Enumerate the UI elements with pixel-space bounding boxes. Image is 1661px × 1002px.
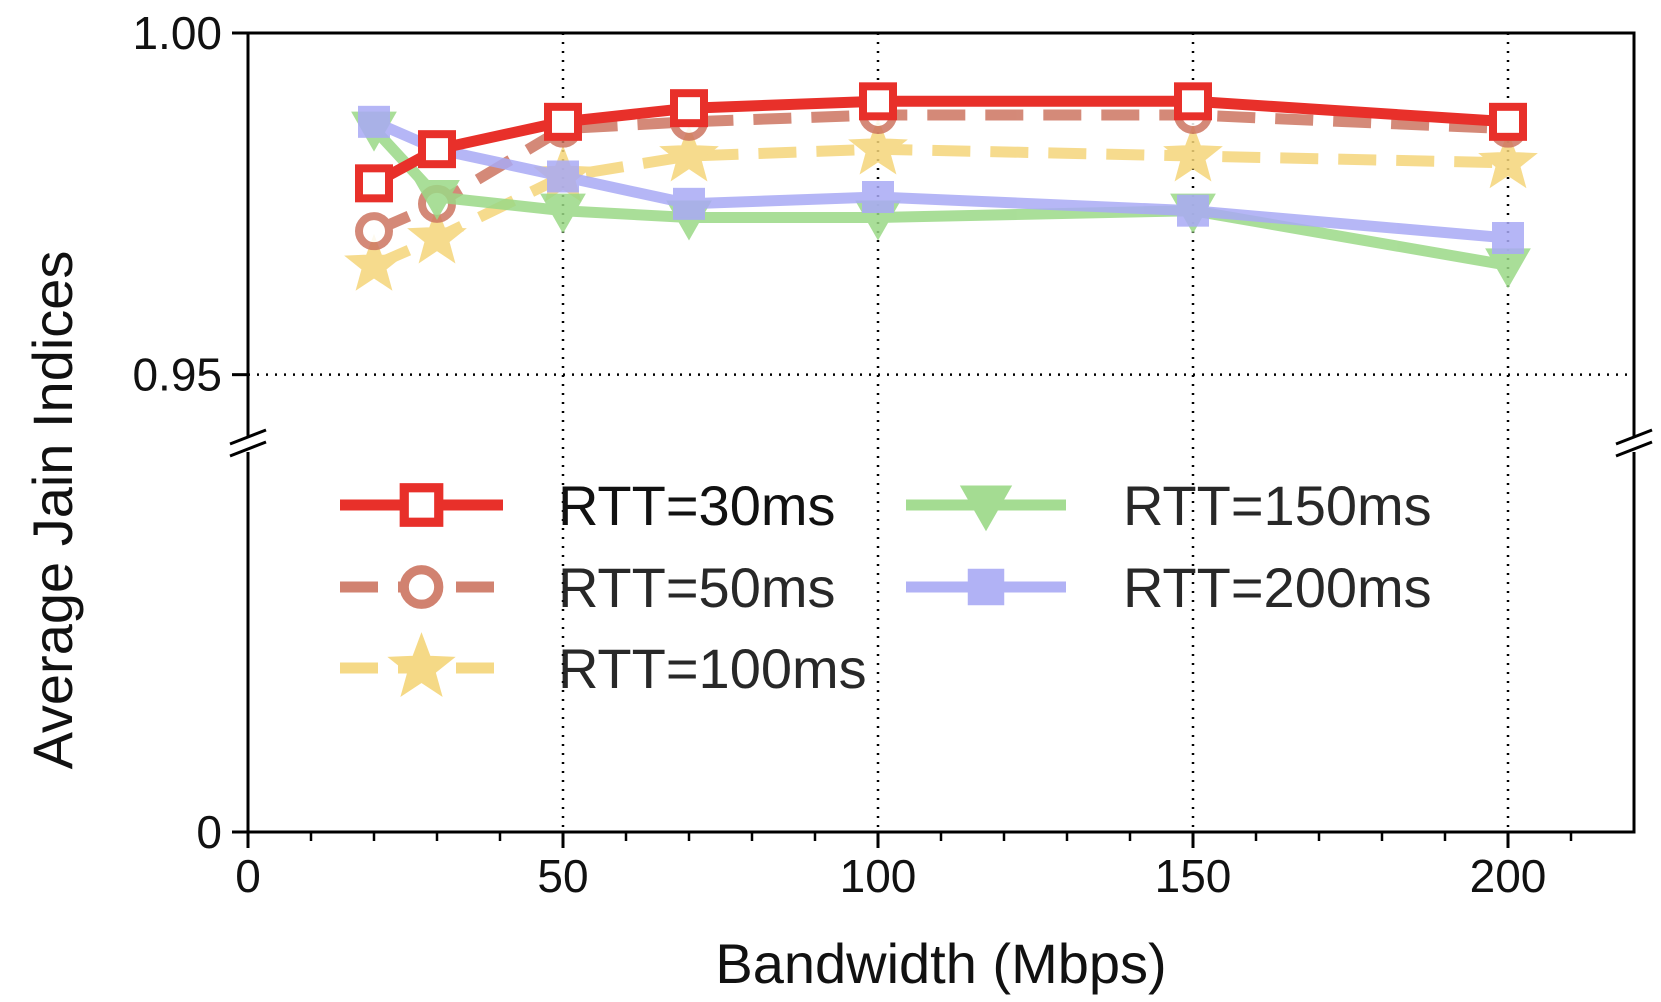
ticks-layer: 0 50 100 150 200 0.95 1.00 0 <box>132 7 1573 902</box>
data-point <box>407 206 467 264</box>
x-tick-label: 50 <box>537 850 588 902</box>
y-axis-title: Average Jain Indices <box>21 251 84 770</box>
legend-swatch-marker <box>967 568 1005 606</box>
data-point <box>414 180 460 221</box>
data-point <box>1174 82 1212 121</box>
data-point <box>540 193 586 234</box>
series-layer <box>344 82 1538 291</box>
legend-item: RTT=30ms <box>340 474 835 537</box>
legend-item: RTT=200ms <box>906 556 1432 619</box>
x-axis-title: Bandwidth (Mbps) <box>715 932 1166 995</box>
data-point <box>848 117 908 175</box>
legend-item: RTT=150ms <box>906 474 1432 537</box>
data-point <box>859 82 897 121</box>
axis-break-slash <box>229 428 267 446</box>
legend-item: RTT=50ms <box>340 556 835 619</box>
data-point <box>547 160 579 193</box>
data-point <box>673 187 705 220</box>
y-tick-label: 0 <box>196 806 222 858</box>
data-point <box>544 102 582 141</box>
legend-label: RTT=100ms <box>558 637 867 700</box>
legend-swatch-marker <box>387 632 456 698</box>
legend-swatch-marker <box>959 485 1013 532</box>
axis-break-slash <box>229 440 267 458</box>
axis-break-slash <box>1615 428 1653 446</box>
y-tick-label: 1.00 <box>132 7 222 59</box>
x-tick-label: 200 <box>1470 850 1547 902</box>
legend-label: RTT=200ms <box>1123 556 1432 619</box>
data-point <box>1492 222 1524 254</box>
data-point <box>862 181 894 213</box>
legend-swatch-marker <box>399 565 444 609</box>
data-point <box>1177 194 1209 227</box>
data-point <box>355 212 393 251</box>
y-tick-label: 0.95 <box>132 349 222 401</box>
x-tick-label: 150 <box>1155 850 1232 902</box>
data-point <box>344 233 404 291</box>
axis-break-slash <box>1615 440 1653 458</box>
x-tick-label: 0 <box>235 850 261 902</box>
data-point <box>1163 124 1223 182</box>
data-point <box>670 89 708 128</box>
data-point <box>1478 131 1538 189</box>
x-tick-label: 100 <box>840 850 917 902</box>
legend-label: RTT=50ms <box>558 556 835 619</box>
legend-label: RTT=150ms <box>1123 474 1432 537</box>
legend-swatch-marker <box>399 483 444 527</box>
legend-item: RTT=100ms <box>340 632 867 700</box>
legend-label: RTT=30ms <box>558 474 835 537</box>
data-point <box>659 124 719 182</box>
data-point <box>418 130 456 169</box>
data-point <box>358 105 390 138</box>
axis-break-markers <box>229 428 1653 458</box>
data-point <box>355 164 393 203</box>
grid-layer <box>248 33 1634 832</box>
series-rtt-30ms <box>355 82 1527 203</box>
data-point <box>1489 102 1527 141</box>
